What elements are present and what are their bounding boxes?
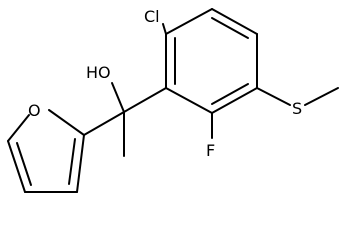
atom-label-hydroxyl: HO — [86, 63, 111, 82]
bond-lines — [7, 8, 339, 193]
bond-double-inner — [68, 138, 76, 185]
bond — [7, 114, 30, 142]
bond — [165, 8, 213, 35]
molecule-structure: Cl HO F S O — [7, 7, 339, 193]
bond — [123, 87, 167, 113]
bond — [83, 111, 125, 136]
atom-label-fluorine: F — [206, 141, 215, 160]
bond-double-inner — [16, 142, 32, 186]
bond — [162, 23, 167, 35]
bond — [7, 140, 26, 193]
bond — [211, 8, 258, 35]
bond — [304, 87, 339, 106]
bond-double-inner — [211, 83, 249, 105]
bond — [211, 87, 258, 114]
bond-double-inner — [211, 17, 249, 39]
bond — [111, 82, 125, 113]
bond — [48, 109, 85, 136]
bond — [165, 87, 213, 114]
atom-label-sulfur: S — [292, 99, 302, 118]
bond — [256, 87, 291, 106]
bond — [76, 134, 85, 193]
atom-label-furan-oxygen: O — [28, 101, 41, 120]
atom-label-chlorine: Cl — [144, 7, 160, 26]
